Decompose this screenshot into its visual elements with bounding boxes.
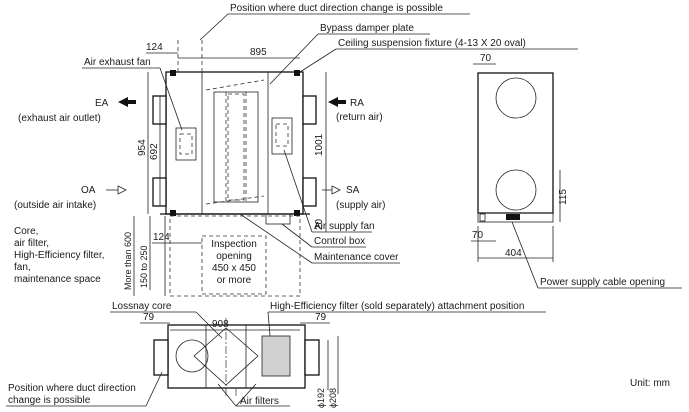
front-duct-circle	[175, 339, 209, 373]
fixture-tl	[170, 70, 176, 76]
label-ea-desc: (exhaust air outlet)	[18, 113, 101, 124]
arrow-right-outline-icon	[331, 185, 341, 195]
label-core-space-3: High-Efficiency filter,	[14, 250, 104, 261]
core-outline	[213, 91, 259, 203]
label-inspection-4: or more	[217, 275, 252, 286]
label-oa: OA	[81, 185, 96, 196]
label-power-cable: Power supply cable opening	[540, 277, 665, 288]
dim-79-right: 79	[315, 312, 327, 323]
arrow-left-filled-icon	[118, 97, 128, 107]
label-unit: Unit: mm	[630, 378, 670, 389]
dim-phi208: ϕ208	[328, 388, 338, 408]
front-view: 79 908 79 ϕ192 ϕ208 Lossnay core High-Ef…	[6, 301, 670, 408]
dim-404: 404	[505, 248, 522, 259]
supply-fan	[271, 117, 293, 155]
arrow-right-outline-icon	[117, 185, 127, 195]
top-view-body	[165, 71, 304, 215]
dim-70-top: 70	[480, 53, 492, 64]
top-view	[152, 40, 317, 297]
label-air-filters: Air filters	[240, 396, 279, 407]
label-duct-change-bottom-1: Position where duct direction	[8, 383, 136, 394]
sa-port	[302, 177, 317, 207]
label-air-exhaust-fan: Air exhaust fan	[84, 57, 151, 68]
he-filter-block	[261, 335, 291, 377]
label-sa: SA	[346, 185, 360, 196]
fixture-br	[294, 210, 300, 216]
label-core-space-4: fan,	[14, 262, 31, 273]
dim-79-left: 79	[143, 312, 155, 323]
label-he-filter: High-Efficiency filter (sold separately)…	[270, 301, 524, 312]
label-ceiling-fixture: Ceiling suspension fixture (4-13 X 20 ov…	[338, 38, 526, 49]
label-air-supply-fan: Air supply fan	[314, 221, 375, 232]
side-view: 70 70 404 115 Power supply cable opening	[471, 53, 682, 289]
label-ra-desc: (return air)	[336, 112, 383, 123]
exhaust-fan	[175, 127, 197, 161]
label-core-space-1: Core,	[14, 226, 38, 237]
dim-124-bottom: 124	[153, 232, 170, 243]
label-ea: EA	[95, 98, 109, 109]
dim-115: 115	[558, 189, 569, 205]
fixture-bl	[170, 210, 176, 216]
label-oa-desc: (outside air intake)	[14, 200, 96, 211]
front-port-left	[153, 339, 169, 376]
dim-phi192: ϕ192	[316, 388, 326, 408]
maintenance-space	[169, 215, 301, 297]
dim-908: 908	[212, 319, 229, 330]
label-bypass-damper: Bypass damper plate	[320, 23, 414, 34]
control-box	[265, 213, 291, 225]
label-sa-desc: (supply air)	[336, 200, 385, 211]
label-inspection-1: Inspection	[211, 239, 257, 250]
dim-895: 895	[250, 47, 267, 58]
front-port-right	[304, 339, 320, 376]
label-inspection-2: opening	[216, 251, 252, 262]
side-duct-bottom	[495, 169, 537, 211]
label-inspection-3: 450 x 450	[212, 263, 256, 274]
dim-124-top: 124	[146, 42, 163, 53]
dim-20: 20	[314, 218, 325, 230]
dim-more-than-600: More than 600	[123, 232, 133, 290]
label-lossnay-core: Lossnay core	[112, 301, 172, 312]
label-duct-change-bottom-2: change is possible	[8, 395, 91, 406]
label-core-space-5: maintenance space	[14, 274, 101, 285]
dim-1001: 1001	[314, 133, 325, 156]
label-control-box: Control box	[314, 236, 365, 247]
side-view-body	[477, 72, 554, 214]
label-core-space-2: air filter,	[14, 238, 49, 249]
label-ra: RA	[350, 98, 364, 109]
arrow-left-filled-icon	[328, 97, 338, 107]
dim-692: 692	[149, 143, 160, 160]
side-duct-top	[495, 77, 537, 119]
ra-port	[302, 95, 317, 125]
label-maintenance-cover: Maintenance cover	[314, 252, 399, 263]
top-view-labels: Position where duct direction change is …	[14, 3, 578, 290]
dim-954: 954	[137, 139, 148, 156]
oa-port	[152, 177, 167, 207]
label-duct-change-top: Position where duct direction change is …	[230, 3, 443, 14]
inspection-opening-area	[201, 235, 267, 295]
ea-port	[152, 95, 167, 125]
fixture-tr	[294, 70, 300, 76]
dim-150-250: 150 to 250	[139, 245, 149, 288]
